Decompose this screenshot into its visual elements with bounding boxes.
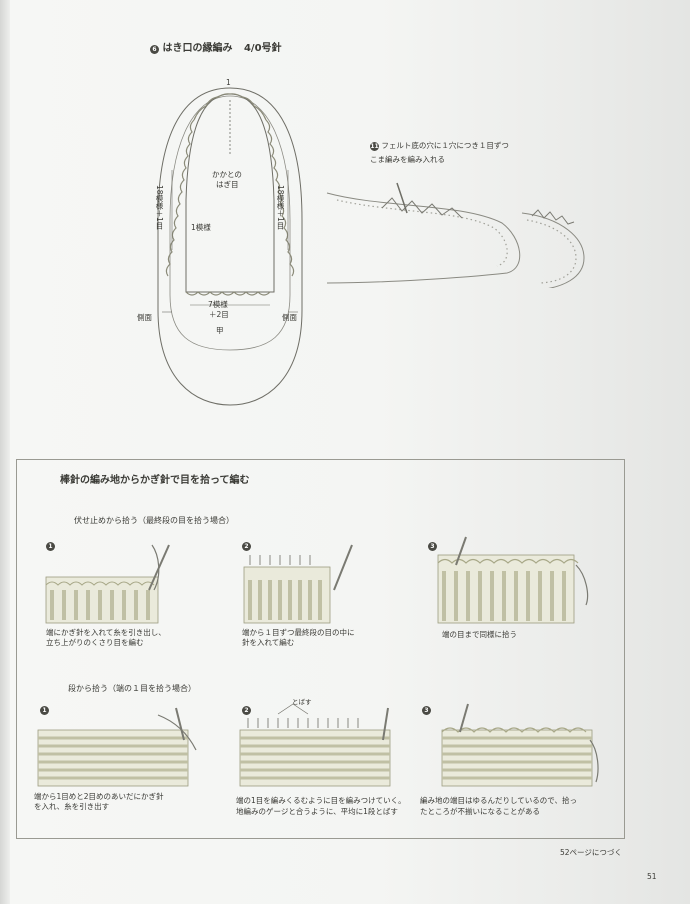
part2-title: 段から拾う（端の１目を拾う場合） xyxy=(68,684,196,693)
part1-step1-caption2: 立ち上がりのくさり目を編む xyxy=(46,638,144,647)
part1-step1-caption1: 端にかぎ針を入れて糸を引き出し、 xyxy=(46,628,166,637)
part1-step3-badge: 3 xyxy=(428,533,437,552)
part2-step2-badge: 2 xyxy=(242,697,251,716)
part2-step3-swatch xyxy=(441,703,599,787)
part2-step1-swatch xyxy=(37,707,197,787)
page-number: 51 xyxy=(647,872,657,881)
section6-heading: 6 はき口の縁編み 4/0号針 xyxy=(150,44,282,54)
section6-number-badge: 6 xyxy=(150,45,159,54)
heel-label-line2: はぎ目 xyxy=(216,180,239,189)
section6-title: はき口の縁編み xyxy=(162,43,233,54)
heel-label-line1: かかとの xyxy=(212,170,242,179)
side-left-label: 側面 xyxy=(137,313,152,322)
side-right-label: 側面 xyxy=(282,313,297,322)
technique-box xyxy=(16,459,625,839)
left-count-label: 18模様＋1目 xyxy=(155,185,164,230)
section11-text1: フェルト底の穴に１穴につき１目ずつ xyxy=(381,141,509,150)
part1-step3-swatch xyxy=(437,536,589,624)
part1-step1-badge: 1 xyxy=(46,533,55,552)
part2-step2-caption2: 地編みのゲージと合うように、平均に1段とばす xyxy=(236,807,398,816)
section11-line2: こま編みを編み入れる xyxy=(370,155,445,164)
right-count-label: 18模様＋1目 xyxy=(276,185,285,230)
part1-step2-caption1: 端から１目ずつ最終段の目の中に xyxy=(242,628,355,637)
felt-sole-diagram xyxy=(326,182,585,288)
start-marker: 1 xyxy=(226,78,231,87)
part2-step2-swatch xyxy=(239,703,391,787)
part2-step3-caption1: 編み地の端目はゆるんだりしているので、拾っ xyxy=(420,796,577,805)
front-label: 甲 xyxy=(216,326,224,335)
skip-label: とばす xyxy=(292,698,312,706)
section6-needle: 4/0号針 xyxy=(243,43,282,54)
part2-step1-badge: 1 xyxy=(40,697,49,716)
one-pattern-label: 1模様 xyxy=(191,223,211,232)
technique-title: 棒針の編み地からかぎ針で目を拾って編む xyxy=(60,475,250,486)
part2-step1-caption1: 端から1目めと2目めのあいだにかぎ針 xyxy=(34,792,164,801)
part1-step1-swatch xyxy=(45,544,170,624)
part2-step2-caption1: 端の1目を編みくるむように目を編みつけていく。 xyxy=(236,796,406,805)
part2-step3-badge: 3 xyxy=(422,697,431,716)
continued-note: 52ページにつづく xyxy=(560,848,622,857)
part2-step3-caption2: たところが不揃いになることがある xyxy=(420,807,540,816)
part1-step3-caption1: 端の目まで同様に拾う xyxy=(442,630,517,639)
page-gutter xyxy=(0,0,10,904)
part1-step2-badge: 2 xyxy=(242,533,251,552)
section11-line1: 11 フェルト底の穴に１穴につき１目ずつ xyxy=(370,141,509,151)
part1-title: 伏せ止めから拾う（最終段の目を拾う場合） xyxy=(74,516,234,525)
front-count-line1: 7模様 xyxy=(208,300,228,309)
section11-number-badge: 11 xyxy=(370,142,379,151)
part2-step1-caption2: を入れ、糸を引き出す xyxy=(34,802,110,811)
part1-step2-swatch xyxy=(243,544,353,624)
part1-step2-caption2: 針を入れて編む xyxy=(242,638,295,647)
front-count-line2: ＋2目 xyxy=(209,310,229,319)
slipper-diagram xyxy=(157,87,303,406)
